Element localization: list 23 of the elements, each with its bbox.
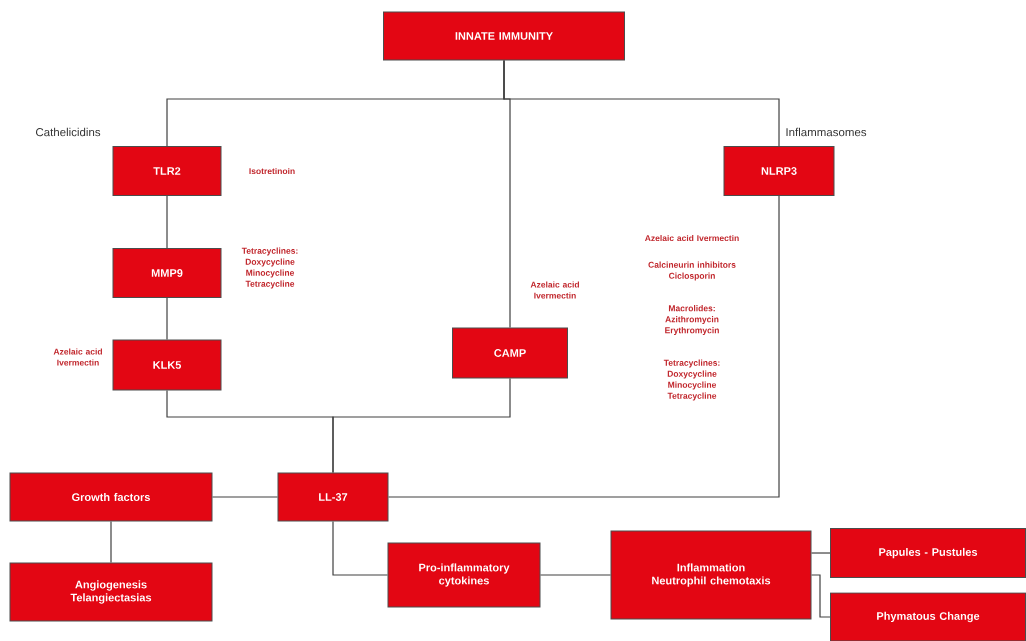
process-box: Pro-inflammatory cytokines	[387, 542, 541, 608]
drug-note: Tetracyclines: Doxycycline Minocycline Tetracycline	[241, 247, 298, 289]
process-box: INNATE IMMUNITY	[383, 11, 625, 61]
process-box: Phymatous Change	[830, 592, 1026, 641]
drug-note: Macrolides: Azithromycin Erythromycin	[665, 305, 719, 335]
process-box: Papules - Pustules	[830, 528, 1026, 578]
process-box: Growth factors	[9, 472, 213, 522]
process-box: Angiogenesis Telangiectasias	[9, 562, 213, 622]
drug-note: Azelaic acid Ivermectin	[644, 234, 739, 242]
process-box: LL-37	[277, 472, 389, 522]
group-heading: Inflammasomes	[786, 127, 867, 137]
process-box: TLR2	[112, 146, 222, 196]
drug-note: Azelaic acid Ivermectin	[53, 348, 102, 366]
process-box: Inflammation Neutrophil chemotaxis	[610, 530, 812, 620]
process-box: CAMP	[452, 327, 568, 379]
drug-note: Tetracyclines: Doxycycline Minocycline Tetracycline	[663, 359, 720, 401]
drug-note: Isotretinoin	[249, 167, 295, 175]
process-box: NLRP3	[723, 146, 835, 196]
group-heading: Cathelicidins	[36, 127, 101, 137]
process-box: KLK5	[112, 339, 222, 391]
drug-note: Calcineurin inhibitors Ciclosporin	[648, 261, 736, 281]
drug-note: Azelaic acid Ivermectin	[530, 281, 579, 299]
process-box: MMP9	[112, 248, 222, 298]
